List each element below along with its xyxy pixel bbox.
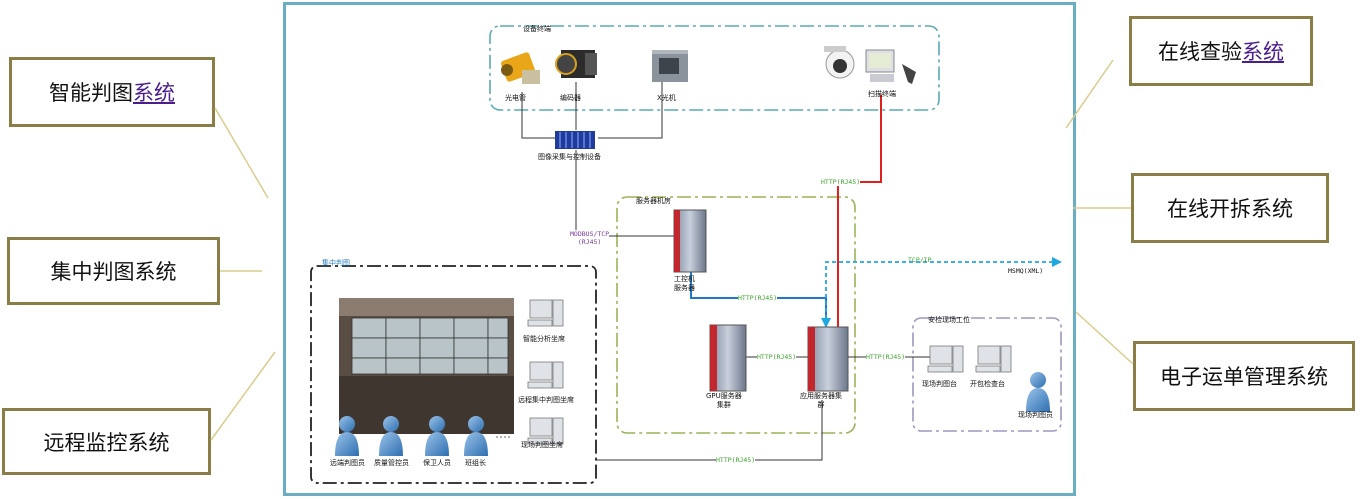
group-site-station	[912, 317, 1062, 432]
acquisition-device-icon	[555, 131, 595, 149]
person-icon	[335, 372, 1050, 456]
callout-waybill-text: 电子运单管理系统	[1160, 365, 1328, 389]
group-device-terminal	[489, 25, 940, 111]
group-label-center: 集中判图	[322, 259, 350, 267]
callout-online-inspect-link[interactable]: 系统	[1242, 40, 1284, 64]
label-ipc-server: 工控机 服务器	[674, 275, 695, 292]
network-lines	[521, 82, 1062, 461]
proto-modbus: MODBUS/TCP (RJ45)	[570, 230, 610, 246]
gpu-server-icon	[709, 324, 747, 392]
label-app-server: 应用服务器集 群	[800, 392, 842, 409]
callout-online-unpack-text: 在线开拆系统	[1167, 197, 1293, 221]
callout-remote-monitor-text: 远程监控系统	[43, 430, 170, 455]
callout-smart-judge-text: 智能判图	[49, 81, 133, 105]
proto-http-gpu: HTTP(RJ45)	[757, 353, 797, 361]
label-p-leader: 班组长	[465, 459, 486, 467]
group-label-server-room: 服务器机房	[636, 197, 671, 205]
ipc-server-icon	[673, 209, 707, 273]
label-site-judge: 现场判图台	[922, 380, 957, 388]
label-encoder: 编码器	[560, 94, 581, 102]
proto-http-blue: HTTP(RJ45)	[738, 294, 778, 302]
callout-online-inspect-text: 在线查验	[1158, 40, 1242, 64]
architecture-frame	[283, 2, 1076, 496]
workstation-icon	[527, 299, 1012, 445]
proto-http-site: HTTP(RJ45)	[866, 353, 906, 361]
label-site-unpack: 开包检查台	[970, 380, 1005, 388]
proto-http-bottom: HTTP(RJ45)	[716, 456, 756, 464]
photoelectric-icon	[500, 52, 540, 84]
camera-icon	[824, 46, 855, 79]
label-xray: X光机	[657, 94, 676, 102]
callout-central-judge-text: 集中判图系统	[50, 260, 177, 284]
callout-leaders	[210, 59, 1134, 441]
label-ws-remote: 远程集中判图坐席	[518, 396, 574, 404]
group-label-site-station: 安检现场工位	[928, 316, 970, 324]
label-photoelectric: 光电管	[505, 94, 526, 102]
label-p-remote: 远端判图员	[330, 459, 365, 467]
callout-online-inspect: 在线查验系统	[1129, 16, 1313, 86]
callout-central-judge: 集中判图系统	[7, 237, 220, 305]
callout-smart-judge-link[interactable]: 系统	[133, 81, 175, 105]
label-ws-site: 现场判图坐席	[521, 441, 563, 449]
group-label-device-terminal: 设备终端	[523, 25, 551, 33]
callout-online-unpack: 在线开拆系统	[1131, 173, 1329, 243]
label-scanner-terminal: 扫描终端	[868, 90, 896, 98]
group-server-room	[616, 196, 856, 434]
label-gpu-server: GPU服务器 集群	[706, 392, 742, 409]
proto-http-red: HTTP(RJ45)	[821, 178, 861, 186]
label-acquisition: 图像采集与控制设备	[538, 153, 601, 161]
encoder-icon	[555, 50, 597, 78]
label-p-quality: 质量管控员	[374, 459, 409, 467]
callout-smart-judge: 智能判图系统	[9, 57, 215, 127]
scanner-terminal-icon	[865, 49, 916, 84]
label-ws-analysis: 智能分析坐席	[523, 335, 565, 343]
label-site-staff: 现场判图员	[1018, 411, 1053, 419]
video-wall-photo	[339, 298, 514, 434]
proto-tcpip: TCP/IP	[908, 256, 932, 264]
app-server-icon	[807, 326, 849, 392]
callout-waybill: 电子运单管理系统	[1133, 341, 1355, 411]
callout-remote-monitor: 远程监控系统	[2, 408, 211, 475]
group-center	[310, 265, 597, 484]
proto-msmq: MSMQ(XML)	[1008, 267, 1044, 275]
label-p-security: 保卫人员	[423, 459, 451, 467]
xray-icon	[652, 50, 688, 82]
